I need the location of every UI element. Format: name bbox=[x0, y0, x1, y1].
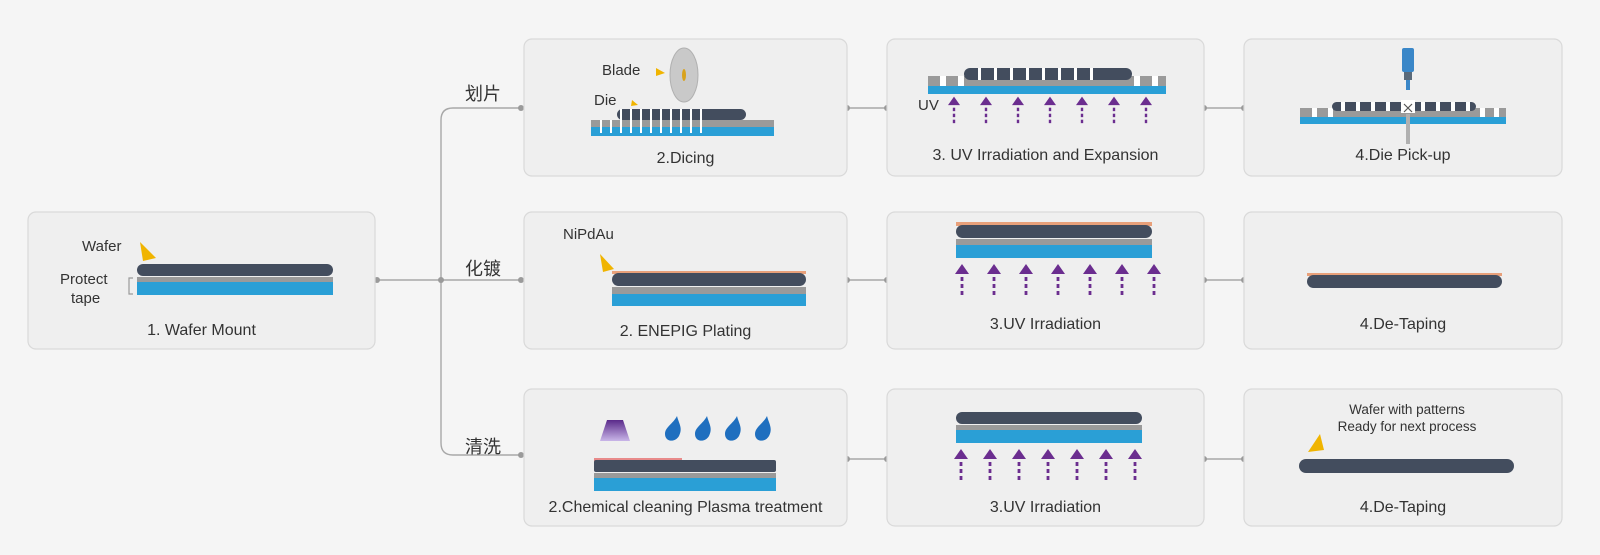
caption-detaping-2: 4.De-Taping bbox=[1359, 316, 1447, 333]
pattern-pointer-icon bbox=[1308, 434, 1324, 452]
die-label: Die bbox=[594, 92, 617, 109]
tape-base-layer bbox=[137, 282, 333, 295]
chemical-cleaning-illustration bbox=[594, 416, 776, 491]
blade-label: Blade bbox=[602, 62, 641, 79]
caption-dicing: 2.Dicing bbox=[656, 150, 715, 167]
pickup-tool-icon bbox=[1402, 48, 1414, 72]
uv-expansion-illustration bbox=[928, 68, 1166, 124]
wafer-pointer-icon bbox=[140, 242, 156, 261]
ejector-pin-icon bbox=[1406, 114, 1410, 144]
caption-uv-irradiation-2: 3.UV Irradiation bbox=[989, 316, 1102, 333]
die-pointer-icon bbox=[631, 100, 638, 106]
note-ready-next: Ready for next process bbox=[1337, 419, 1477, 434]
dicing-illustration bbox=[591, 47, 774, 136]
tape-bracket-icon bbox=[128, 277, 133, 295]
uv-label: UV bbox=[918, 97, 939, 114]
caption-wafer-mount: 1. Wafer Mount bbox=[147, 322, 256, 339]
branch-label-cleaning: 清洗 bbox=[465, 437, 501, 457]
tape-adhesive-layer bbox=[137, 277, 333, 282]
wafer-mount-illustration bbox=[128, 242, 333, 295]
caption-detaping-3: 4.De-Taping bbox=[1359, 499, 1447, 516]
tape-label-line2: tape bbox=[71, 290, 101, 307]
branch-label-plating: 化镀 bbox=[465, 259, 501, 279]
connector-lines bbox=[375, 107, 1244, 460]
caption-uv-expansion: 3. UV Irradiation and Expansion bbox=[932, 147, 1159, 164]
caption-die-pickup: 4.Die Pick-up bbox=[1355, 147, 1451, 164]
die-pickup-illustration bbox=[1300, 48, 1506, 144]
caption-uv-irradiation-3: 3.UV Irradiation bbox=[989, 499, 1102, 516]
enepig-plating-illustration bbox=[600, 254, 806, 306]
branch-label-dicing: 划片 bbox=[465, 84, 501, 104]
wafer-label: Wafer bbox=[82, 238, 122, 255]
plasma-source-icon bbox=[600, 420, 630, 441]
tape-label-line1: Protect bbox=[60, 271, 108, 288]
wafer-layer bbox=[137, 264, 333, 276]
note-wafer-patterns: Wafer with patterns bbox=[1349, 402, 1465, 417]
detaping-illustration-2 bbox=[1307, 273, 1502, 288]
caption-chemical-cleaning: 2.Chemical cleaning Plasma treatment bbox=[548, 499, 823, 516]
plating-pointer-icon bbox=[600, 254, 614, 272]
uv-irradiation-illustration-3 bbox=[954, 412, 1142, 480]
caption-enepig-plating: 2. ENEPIG Plating bbox=[619, 323, 752, 340]
detaping-illustration-3 bbox=[1299, 434, 1514, 473]
uv-irradiation-illustration-2 bbox=[955, 222, 1161, 295]
nipdau-label: NiPdAu bbox=[563, 226, 614, 243]
blade-pointer-icon bbox=[656, 68, 665, 76]
